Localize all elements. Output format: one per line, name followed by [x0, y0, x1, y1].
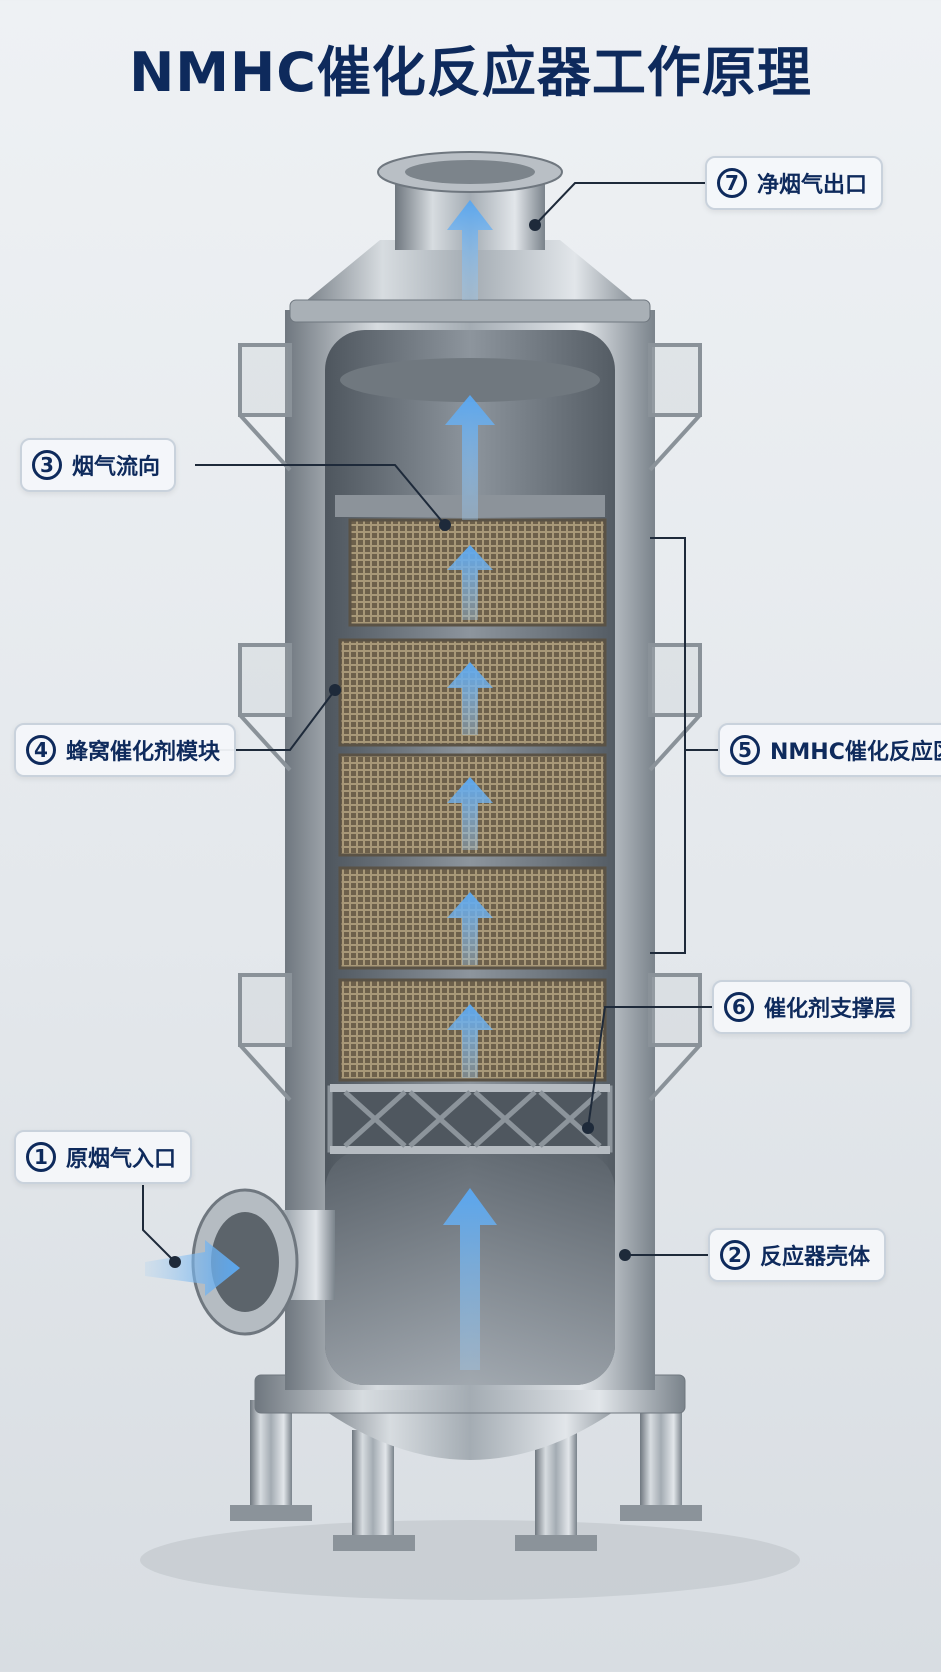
- callout-support-layer: 6 催化剂支撑层: [712, 980, 913, 1034]
- inlet-flow-arrow: [145, 1240, 240, 1296]
- leader-line-6: [582, 1006, 712, 1134]
- lower-flow-arrow: [443, 1188, 497, 1370]
- callout-inlet: 1 原烟气入口: [14, 1130, 193, 1184]
- leader-line-3: [195, 464, 451, 531]
- callout-label: 烟气流向: [72, 455, 161, 480]
- callout-outlet: 7 净烟气出口: [705, 156, 884, 210]
- upper-flow-arrow: [445, 395, 495, 520]
- callout-number: 4: [26, 735, 56, 765]
- leader-line-1: [142, 1185, 181, 1268]
- callout-label: NMHC催化反应区: [770, 740, 941, 765]
- leader-line-4: [212, 684, 341, 751]
- leader-lines: [142, 182, 718, 1268]
- callout-number: 2: [720, 1240, 750, 1270]
- callout-label: 蜂窝催化剂模块: [66, 740, 221, 765]
- flow-arrows: [145, 200, 497, 1370]
- callout-label: 反应器壳体: [760, 1245, 871, 1270]
- leader-line-7: [529, 182, 705, 231]
- catalyst-support-layer: [327, 1084, 613, 1154]
- outlet-flow-arrow: [447, 200, 493, 300]
- floor-shadow: [140, 1520, 800, 1600]
- callout-label: 原烟气入口: [66, 1147, 177, 1172]
- callout-number: 5: [730, 735, 760, 765]
- bottom-head: [310, 1400, 630, 1460]
- callout-number: 6: [724, 992, 754, 1022]
- page-title: NMHC催化反应器工作原理: [129, 41, 812, 104]
- leader-bracket-5: [650, 537, 718, 954]
- support-legs: [230, 1400, 702, 1551]
- upper-chamber-rim: [340, 358, 600, 402]
- callout-number: 1: [26, 1142, 56, 1172]
- callout-reaction-zone: 5 NMHC催化反应区: [718, 723, 941, 777]
- platforms: [238, 343, 702, 1102]
- callout-honeycomb-module: 4 蜂窝催化剂模块: [14, 723, 237, 777]
- top-flange: [289, 299, 651, 323]
- inlet-nozzle: [191, 1188, 335, 1336]
- callout-label: 净烟气出口: [757, 173, 868, 198]
- callout-number: 3: [32, 450, 62, 480]
- callout-label: 催化剂支撑层: [764, 997, 897, 1022]
- callout-shell: 2 反应器壳体: [708, 1228, 887, 1282]
- callout-number: 7: [717, 168, 747, 198]
- callout-flow-direction: 3 烟气流向: [20, 438, 177, 492]
